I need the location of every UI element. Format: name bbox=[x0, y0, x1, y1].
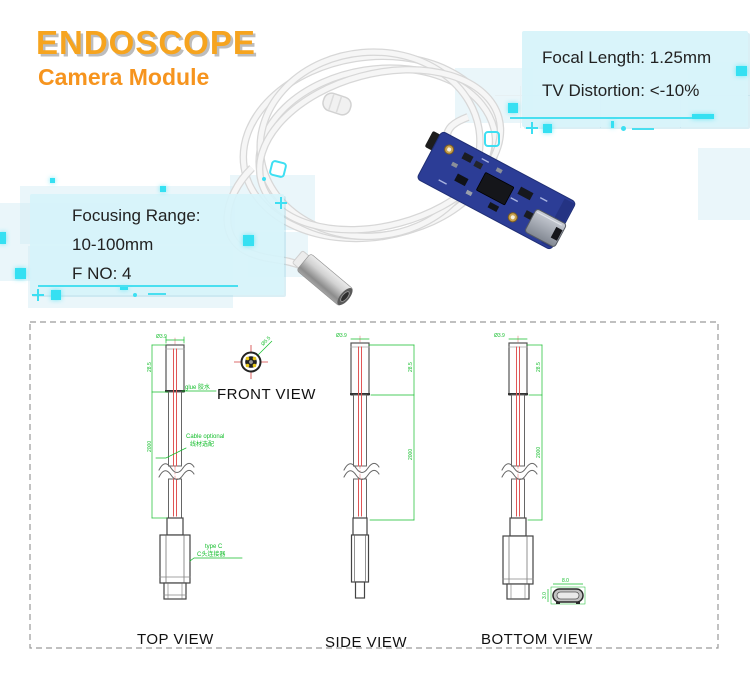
dim-cable-length: 2000 bbox=[147, 441, 153, 452]
annotation-cable-optional-cn: 线材选配 bbox=[190, 440, 214, 448]
deco-accent-square bbox=[243, 235, 254, 246]
dim-cable-length: 2000 bbox=[408, 449, 414, 460]
view-side: Ø3.9 28.5 2000 bbox=[336, 333, 415, 599]
deco-accent-line bbox=[38, 285, 238, 287]
dim-head-length: 28.5 bbox=[408, 362, 414, 372]
deco-accent-square bbox=[692, 114, 714, 119]
view-bottom: Ø3.9 28.5 2000 bbox=[494, 333, 543, 600]
annotation-cable-optional-en: Cable optional bbox=[186, 434, 224, 440]
dim-tip-diameter: Ø3.9 bbox=[494, 333, 505, 339]
dim-head-length: 28.5 bbox=[536, 362, 542, 372]
page-title: ENDOSCOPE bbox=[36, 24, 256, 61]
dim-usb-width: 8.0 bbox=[562, 578, 569, 584]
deco-rect bbox=[698, 148, 750, 220]
pcb-board bbox=[417, 131, 576, 250]
drawing-frame bbox=[29, 321, 719, 649]
deco-plus-icon bbox=[32, 289, 44, 301]
deco-dot bbox=[133, 293, 137, 297]
spec-box-focusing: Focusing Range: 10-100mm F NO: 4 bbox=[30, 194, 284, 295]
deco-accent-square bbox=[508, 103, 518, 113]
view-top: Ø3.9 28.5 2000 glue 胶水 Cable optional 线材… bbox=[147, 334, 243, 600]
cable-strand-to-pcb bbox=[443, 113, 470, 138]
deco-dot bbox=[621, 126, 626, 131]
deco-accent-square bbox=[50, 178, 55, 183]
deco-accent-square bbox=[120, 287, 128, 290]
spec-box-focal: Focal Length: 1.25mm TV Distortion: <-10… bbox=[522, 31, 748, 127]
deco-accent-line bbox=[632, 128, 654, 130]
top-view-label: TOP VIEW bbox=[137, 631, 214, 648]
deco-accent-line bbox=[510, 117, 706, 119]
dim-tip-diameter: Ø3.9 bbox=[336, 333, 347, 339]
deco-dot bbox=[262, 177, 266, 181]
spec-focusing-range: Focusing Range: bbox=[72, 206, 201, 225]
dim-head-length: 28.5 bbox=[147, 362, 153, 372]
deco-accent-square bbox=[160, 186, 166, 192]
deco-accent-square bbox=[0, 232, 6, 244]
annotation-typec-cn: C头连接器 bbox=[197, 550, 225, 558]
dim-cable-length: 2000 bbox=[536, 447, 542, 458]
annotation-typec-en: type C bbox=[205, 544, 223, 550]
usb-connector bbox=[525, 209, 567, 247]
deco-accent-square bbox=[736, 66, 747, 76]
cable-coil bbox=[239, 48, 505, 243]
spec-focal-length: Focal Length: 1.25mm bbox=[542, 48, 712, 67]
deco-accent-square bbox=[15, 268, 26, 279]
deco-plus-icon bbox=[526, 122, 538, 134]
bottom-view-label: BOTTOM VIEW bbox=[481, 631, 593, 648]
front-view-label: FRONT VIEW bbox=[217, 386, 316, 403]
annotation-glue: glue 胶水 bbox=[185, 383, 210, 391]
deco-outline-square-icon bbox=[484, 131, 500, 147]
deco-plus-icon bbox=[275, 197, 287, 209]
front-view-detail: Ø5.5 bbox=[234, 335, 273, 379]
usb-section-detail: 8.0 3.0 bbox=[542, 578, 586, 605]
deco-gridline bbox=[520, 86, 521, 128]
deco-accent-square bbox=[51, 290, 61, 300]
camera-head bbox=[292, 250, 353, 306]
cable-tie bbox=[322, 92, 352, 116]
dim-usb-height: 3.0 bbox=[542, 592, 548, 599]
spec-focusing-value: 10-100mm bbox=[72, 235, 154, 254]
page-subtitle: Camera Module bbox=[38, 64, 210, 90]
drawing-panel: Ø3.9 28.5 2000 glue 胶水 Cable optional 线材… bbox=[29, 321, 719, 651]
spec-tv-distortion: TV Distortion: <-10% bbox=[542, 81, 700, 100]
deco-accent-line bbox=[148, 293, 166, 295]
dim-tip-diameter: Ø3.9 bbox=[156, 334, 167, 340]
side-view-label: SIDE VIEW bbox=[325, 634, 407, 651]
deco-accent-square bbox=[611, 121, 614, 128]
spec-f-number: F NO: 4 bbox=[72, 264, 132, 283]
deco-accent-square bbox=[543, 124, 552, 133]
